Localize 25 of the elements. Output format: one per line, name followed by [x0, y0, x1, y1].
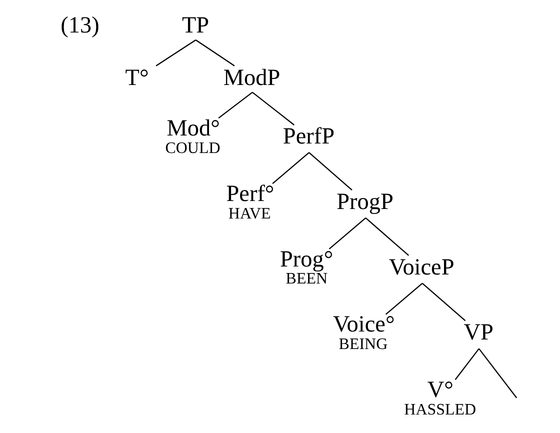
connector — [365, 218, 409, 256]
node-text: Prog° BEEN — [280, 246, 334, 288]
node-text: VP — [464, 320, 494, 346]
node-text: PerfP — [282, 124, 335, 150]
label: (13) — [60, 12, 100, 38]
connector — [195, 40, 235, 66]
node-text: Perf° HAVE — [226, 180, 274, 222]
node-text: ProgP — [336, 188, 394, 215]
connector — [272, 152, 310, 184]
node-text: TP — [182, 12, 210, 38]
connector — [218, 92, 253, 119]
connector — [252, 92, 295, 126]
connector — [422, 282, 466, 322]
connector — [385, 282, 423, 315]
connector — [156, 40, 196, 66]
connector — [478, 348, 518, 398]
node-text: Voice° BEING — [333, 312, 395, 354]
connector — [328, 218, 366, 250]
node-text: VoiceP — [388, 254, 454, 280]
node-text: V° HASSLED — [404, 377, 476, 418]
node-text: T° — [125, 64, 149, 91]
node-text: ModP — [223, 64, 280, 91]
connector — [454, 348, 480, 380]
connector — [308, 152, 352, 190]
node-text: Mod° COULD — [165, 116, 220, 158]
